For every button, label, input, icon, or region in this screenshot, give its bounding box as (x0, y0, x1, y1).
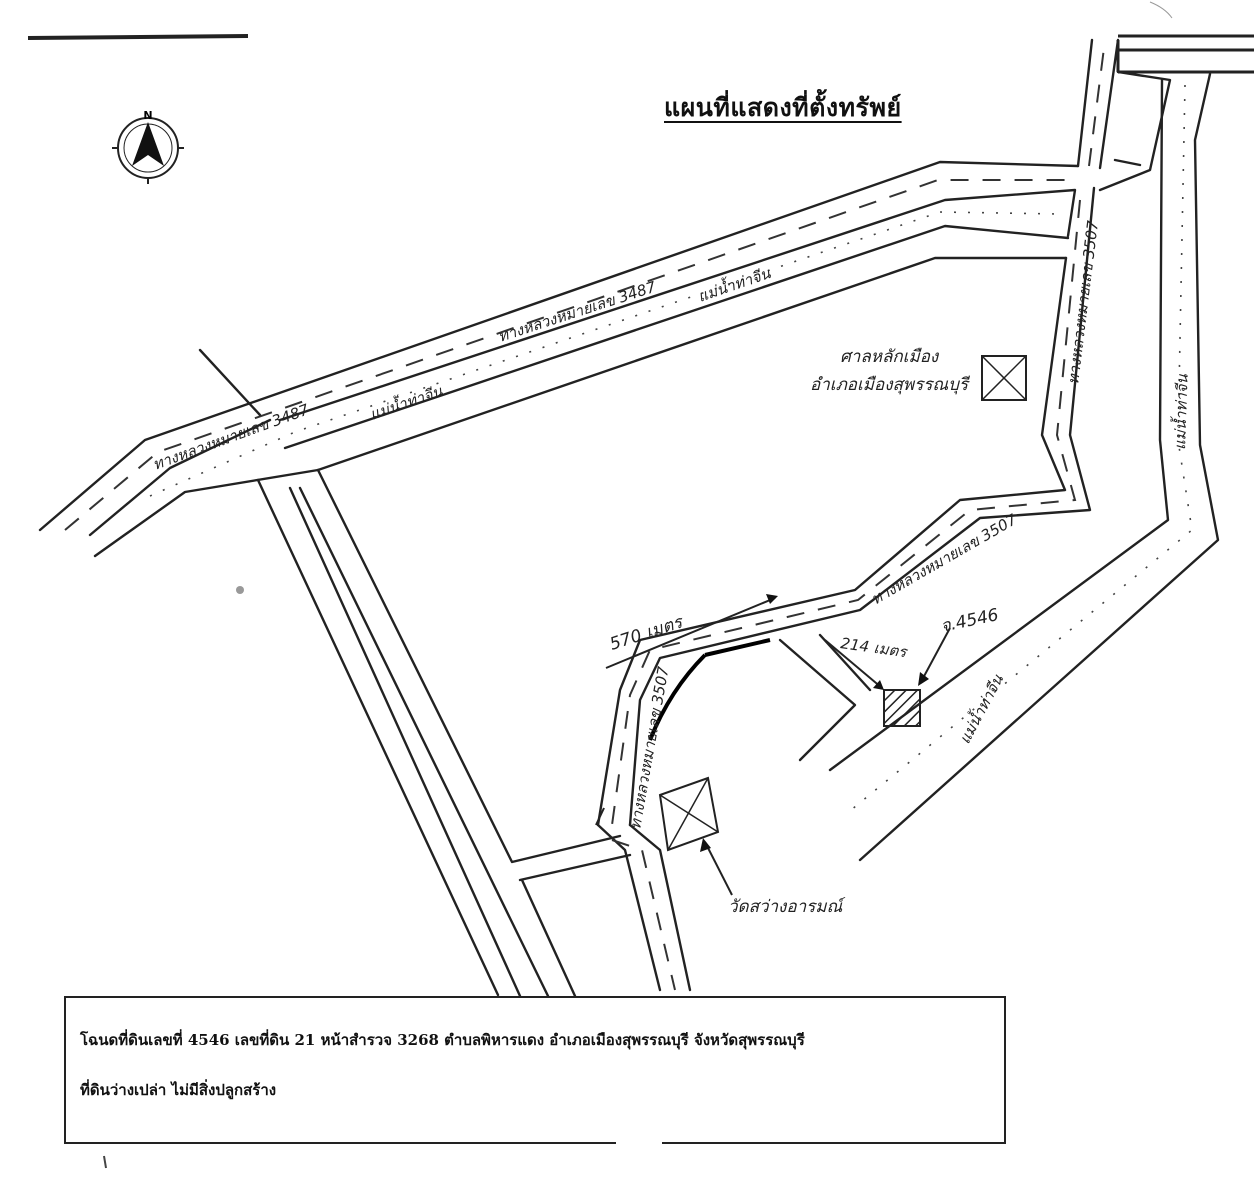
label-parcel: จ.4546 (939, 605, 1001, 637)
label-river-3: แม่น้ำท่าจีน (1169, 373, 1192, 450)
parcel-access-road (648, 633, 872, 762)
tha-chin-river-band (93, 188, 1077, 558)
land-status-line: ที่ดินว่างเปล่า ไม่มีสิ่งปลูกสร้าง (80, 1081, 277, 1099)
label-shrine-line2: อำเภอเมืองสุพรรณบุรี (810, 375, 971, 395)
label-hw3487-west: ทางหลวงหมายเลข 3487 (150, 400, 312, 473)
tha-chin-river-east (828, 70, 1220, 862)
parcel-4546-marker (883, 627, 951, 727)
scan-edge-line (27, 34, 249, 40)
highway-3487 (38, 160, 1080, 537)
temple-marker (658, 776, 733, 896)
label-temple: วัดสว่างอารมณ์ (728, 897, 846, 917)
scan-dot (236, 586, 244, 594)
scan-mark (103, 1155, 107, 1169)
label-distance-214: 214 เมตร (839, 634, 909, 661)
scan-edge-mark (1149, 1, 1173, 19)
highway-3507 (596, 38, 1120, 992)
city-pillar-shrine-marker (981, 355, 1027, 401)
bridge-marker (1116, 34, 1254, 74)
north-arrow-icon: N (112, 109, 184, 184)
box-border-gap (616, 1138, 662, 1148)
distance-570-arrow (595, 594, 778, 826)
local-road-south (256, 468, 632, 998)
north-label: N (143, 109, 152, 122)
label-distance-570: 570 เมตร (607, 612, 686, 655)
distance-214-arrow (824, 639, 884, 690)
map-title: แผนที่แสดงที่ตั้งทรัพย์ (664, 93, 902, 122)
label-shrine-line1: ศาลหลักเมือง (840, 347, 940, 367)
info-box: โฉนดที่ดินเลขที่ 4546 เลขที่ดิน 21 หน้าส… (64, 996, 1006, 1144)
deed-info-line: โฉนดที่ดินเลขที่ 4546 เลขที่ดิน 21 หน้าส… (80, 1031, 805, 1049)
